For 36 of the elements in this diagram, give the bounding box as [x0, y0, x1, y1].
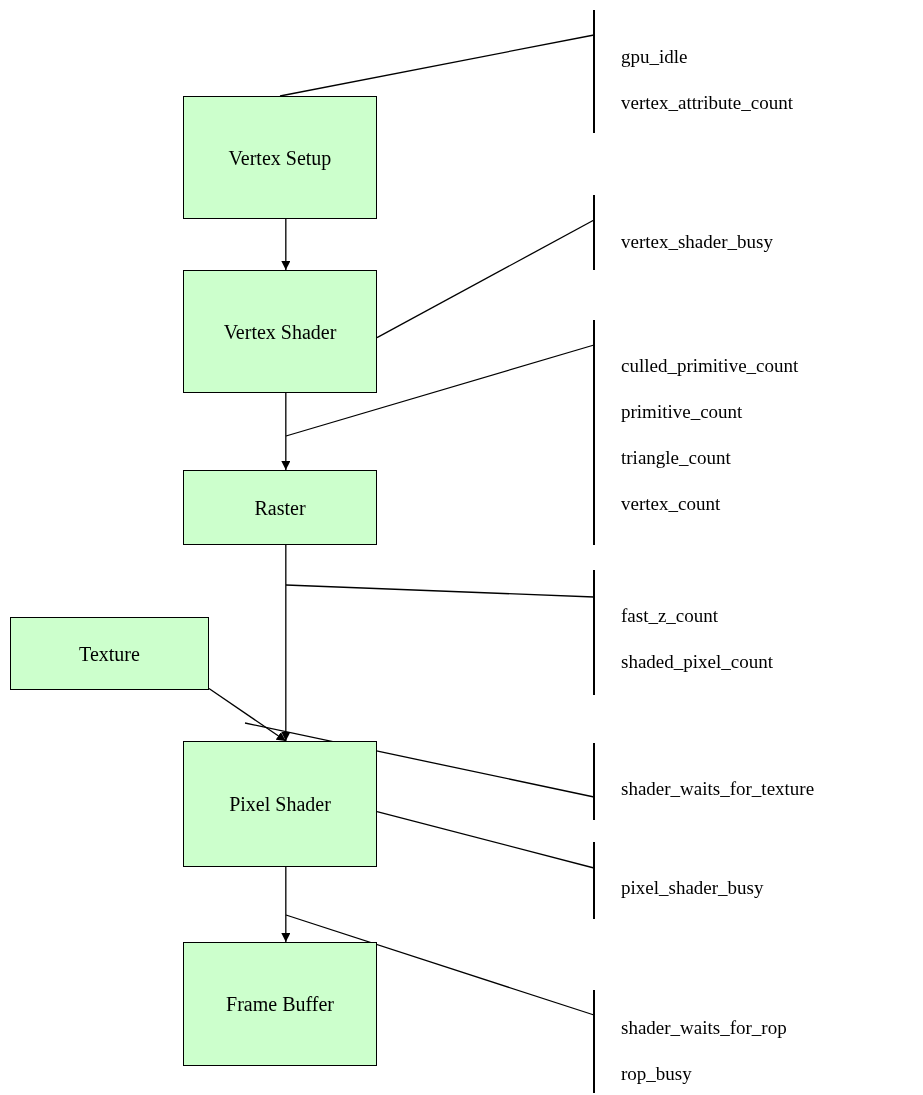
process-box [183, 270, 377, 393]
counter-label: vertex_count [621, 492, 721, 516]
process-box [10, 617, 209, 690]
leader-line [285, 584, 595, 598]
process-box [183, 741, 377, 867]
leader-line [376, 219, 595, 339]
counter-label: rop_busy [621, 1062, 692, 1086]
process-box [183, 942, 377, 1066]
arrow [208, 687, 287, 742]
counter-label: fast_z_count [621, 604, 719, 628]
box-label: Vertex Shader [223, 319, 337, 345]
box-label: Vertex Setup [228, 145, 332, 171]
counter-label: vertex_attribute_count [621, 91, 793, 115]
box-label: Frame Buffer [226, 992, 334, 1017]
arrow [281, 544, 291, 742]
counter-label: vertex_shader_busy [621, 230, 773, 254]
arrow [281, 866, 291, 943]
box-label: Pixel Shader [229, 792, 331, 817]
process-box [183, 470, 377, 545]
counter-label: shader_waits_for_rop [621, 1016, 787, 1040]
counter-label: primitive_count [621, 400, 743, 424]
counter-label: shader_waits_for_texture [621, 777, 815, 801]
counter-label: shaded_pixel_count [621, 650, 773, 674]
leader-line [285, 344, 595, 437]
box-label: Texture [79, 641, 140, 667]
arrow [281, 392, 291, 471]
process-box [183, 96, 377, 219]
counter-label: pixel_shader_busy [621, 876, 764, 900]
leader-line [285, 914, 595, 1016]
counter-label: triangle_count [621, 446, 731, 470]
counter-label: gpu_idle [621, 45, 688, 69]
leader-line [279, 34, 595, 97]
arrow [281, 218, 291, 271]
leader-line [376, 810, 595, 869]
counter-label: culled_primitive_count [621, 354, 799, 378]
box-label: Raster [254, 495, 306, 521]
